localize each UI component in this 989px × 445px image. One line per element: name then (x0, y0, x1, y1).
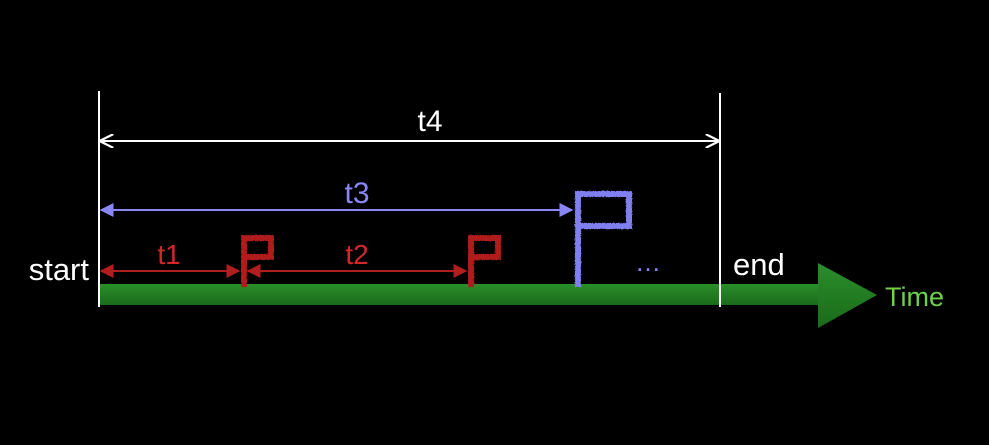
t3-label: t3 (344, 177, 369, 210)
end-label: end (733, 247, 785, 282)
ellipsis-label: … (635, 247, 661, 277)
flag-icon (575, 191, 632, 287)
flag-icon (468, 235, 501, 287)
start-label: start (29, 252, 90, 287)
t4-label: t4 (417, 105, 442, 138)
flag-icon (241, 235, 274, 287)
time-axis-label: Time (885, 282, 944, 312)
time-axis-arrow (99, 263, 877, 328)
t1-label: t1 (157, 239, 180, 270)
t2-label: t2 (345, 239, 368, 270)
